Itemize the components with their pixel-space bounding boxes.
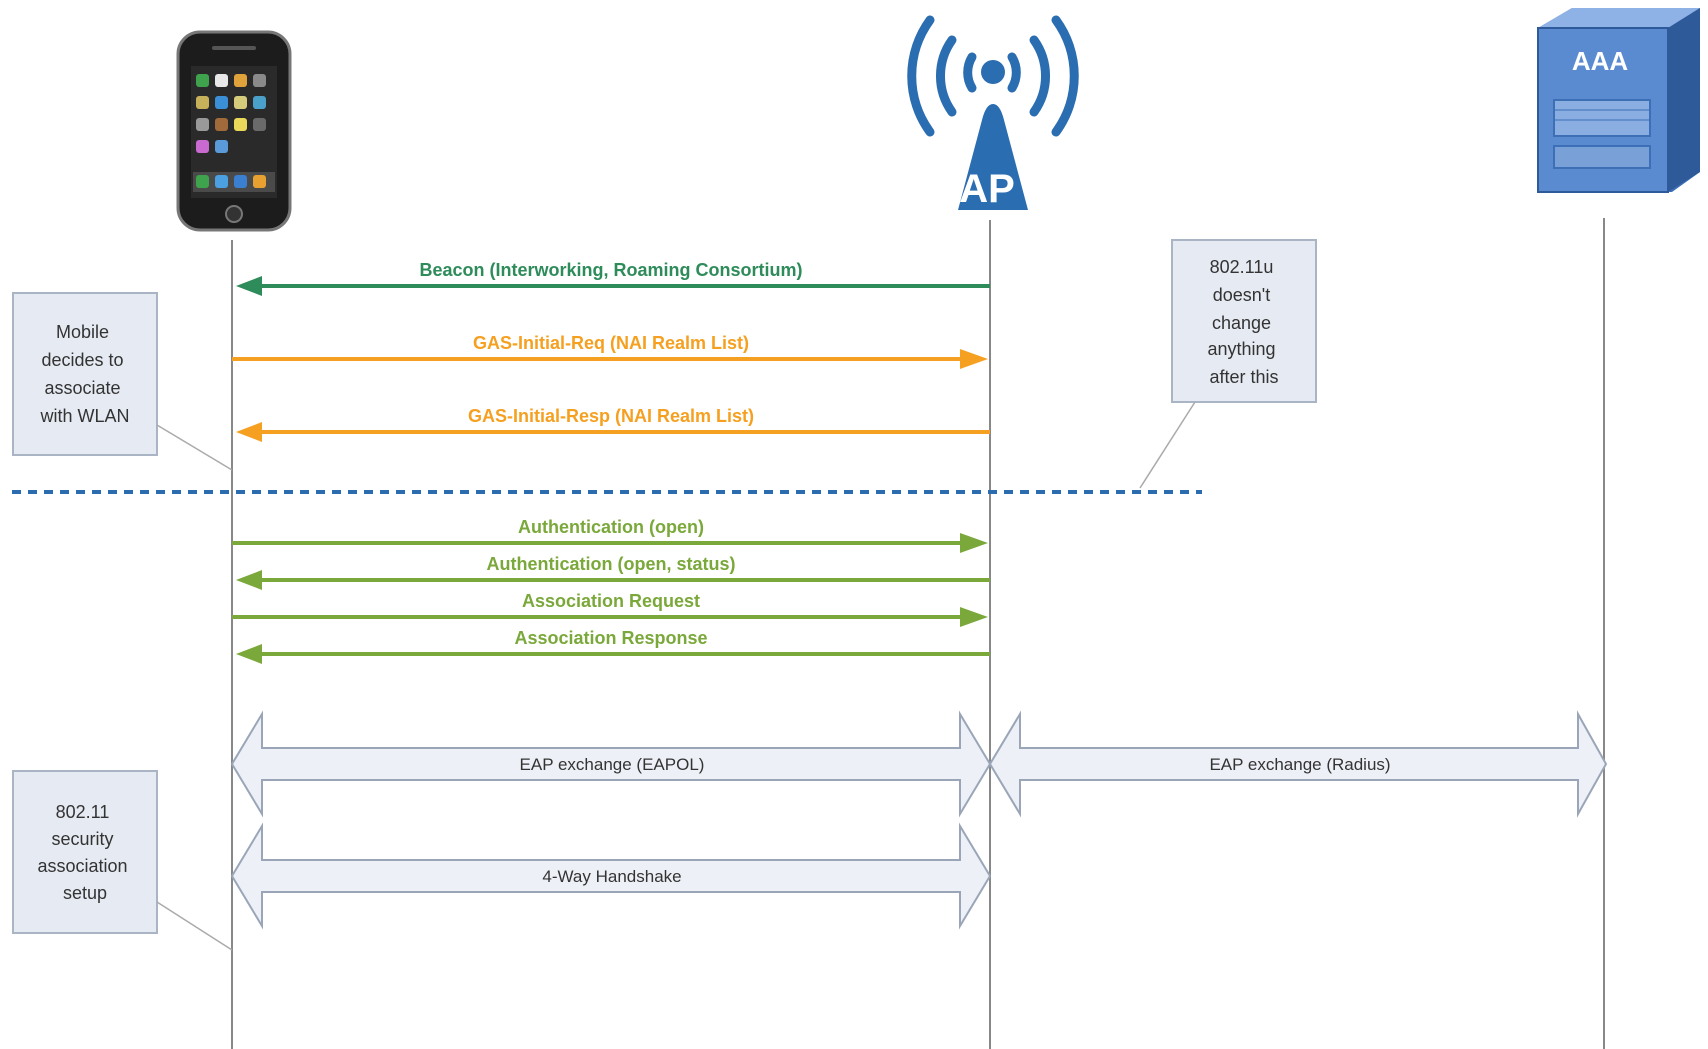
wave-right-mid: [1029, 35, 1051, 117]
note-line: after this: [1209, 367, 1278, 387]
message-authentication-open: Authentication (open): [232, 517, 988, 553]
note-line: with WLAN: [39, 406, 129, 426]
aaa-label: AAA: [1572, 46, 1629, 76]
wave-left-inner: [963, 52, 977, 93]
wave-left-outer: [907, 15, 935, 137]
message-label: Authentication (open, status): [487, 554, 736, 574]
note-line: change: [1212, 313, 1271, 333]
ap-label: AP: [959, 167, 1015, 211]
svg-text:802.11 security as: 802.11 security association setup: [37, 802, 132, 903]
message-label: Authentication (open): [518, 517, 704, 537]
note-mobile-decides: Mobile decides to associate with WLAN: [12, 292, 233, 471]
arrowhead: [960, 533, 988, 553]
band-radius-label: EAP exchange (Radius): [1209, 755, 1390, 774]
arrowhead: [236, 570, 262, 590]
note-line: decides to: [41, 350, 123, 370]
access-point-icon: AP: [907, 15, 1079, 211]
note-security-setup: 802.11 security association setup: [12, 770, 233, 951]
svg-text:802.11u doesn't ch: 802.11u doesn't change anything after th…: [1207, 257, 1280, 387]
message-label: Association Response: [514, 628, 707, 648]
message-gas-initial-resp-nai-realm-list: GAS-Initial-Resp (NAI Realm List): [236, 406, 990, 442]
message-label: GAS-Initial-Req (NAI Realm List): [473, 333, 749, 353]
arrowhead: [236, 276, 262, 296]
svg-text:Mobile decides to: Mobile decides to associate with WLAN: [39, 322, 129, 426]
note-line: doesn't: [1213, 285, 1270, 305]
message-label: Association Request: [522, 591, 700, 611]
note-line: setup: [63, 883, 107, 903]
message-label: Beacon (Interworking, Roaming Consortium…: [419, 260, 802, 280]
wave-right-outer: [1051, 15, 1079, 137]
band-handshake-label: 4-Way Handshake: [542, 867, 681, 886]
note-line: security: [51, 829, 113, 849]
note-line: 802.11: [56, 802, 110, 822]
band-radius: EAP exchange (Radius): [988, 710, 1608, 818]
arrowhead: [960, 607, 988, 627]
wave-left-mid: [935, 35, 957, 117]
note-line: Mobile: [56, 322, 109, 342]
message-association-request: Association Request: [232, 591, 988, 627]
arrowhead: [960, 349, 988, 369]
arrowhead: [236, 422, 262, 442]
note-line: association: [37, 856, 127, 876]
messages-layer: Beacon (Interworking, Roaming Consortium…: [232, 260, 990, 664]
note-line: 802.11u: [1210, 257, 1274, 277]
message-beacon-interworking-roaming-consortium: Beacon (Interworking, Roaming Consortium…: [236, 260, 990, 296]
arrowhead: [236, 644, 262, 664]
band-handshake: 4-Way Handshake: [230, 822, 992, 930]
mobile-phone-icon: [176, 30, 292, 232]
note-no-change: 802.11u doesn't change anything after th…: [1139, 239, 1317, 489]
message-authentication-open-status: Authentication (open, status): [236, 554, 990, 590]
message-gas-initial-req-nai-realm-list: GAS-Initial-Req (NAI Realm List): [232, 333, 988, 369]
aaa-server-icon: AAA: [1537, 8, 1700, 193]
band-eapol-label: EAP exchange (EAPOL): [520, 755, 705, 774]
message-label: GAS-Initial-Resp (NAI Realm List): [468, 406, 754, 426]
note-line: associate: [44, 378, 120, 398]
message-association-response: Association Response: [236, 628, 990, 664]
note-line: anything: [1207, 339, 1275, 359]
band-eapol: EAP exchange (EAPOL): [230, 710, 992, 818]
wave-right-inner: [1007, 52, 1021, 93]
